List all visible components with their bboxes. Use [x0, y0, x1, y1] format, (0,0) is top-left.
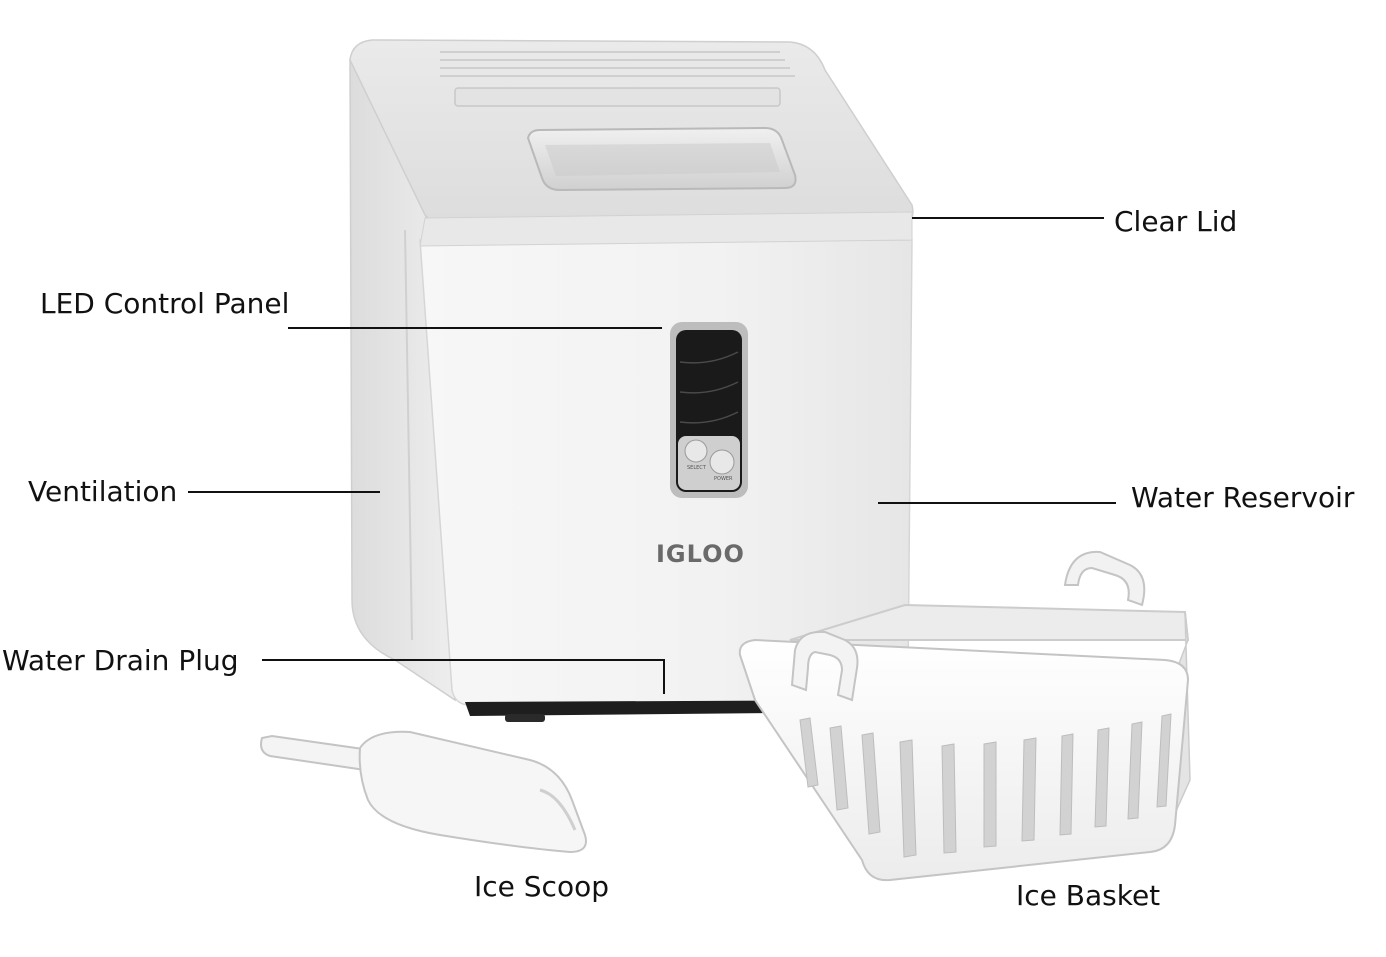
leader-line-water-drain-plug [262, 659, 665, 694]
label-water-drain-plug: Water Drain Plug [2, 644, 239, 677]
label-ventilation: Ventilation [28, 475, 178, 508]
ice-scoop-graphic [260, 730, 587, 854]
label-clear-lid: Clear Lid [1114, 205, 1238, 238]
label-ice-scoop: Ice Scoop [474, 870, 609, 903]
ice-basket-graphic [738, 550, 1191, 882]
brand-logo: IGLOO [656, 540, 745, 568]
leader-lines [188, 217, 1116, 694]
ice-maker-body [349, 39, 914, 722]
label-led-control-panel: LED Control Panel [40, 287, 290, 320]
label-ice-basket: Ice Basket [1016, 879, 1161, 912]
select-button-label: SELECT [687, 465, 706, 471]
label-water-reservoir: Water Reservoir [1131, 481, 1355, 514]
power-button-label: POWER [714, 476, 733, 482]
led-control-panel-graphic [670, 322, 748, 498]
